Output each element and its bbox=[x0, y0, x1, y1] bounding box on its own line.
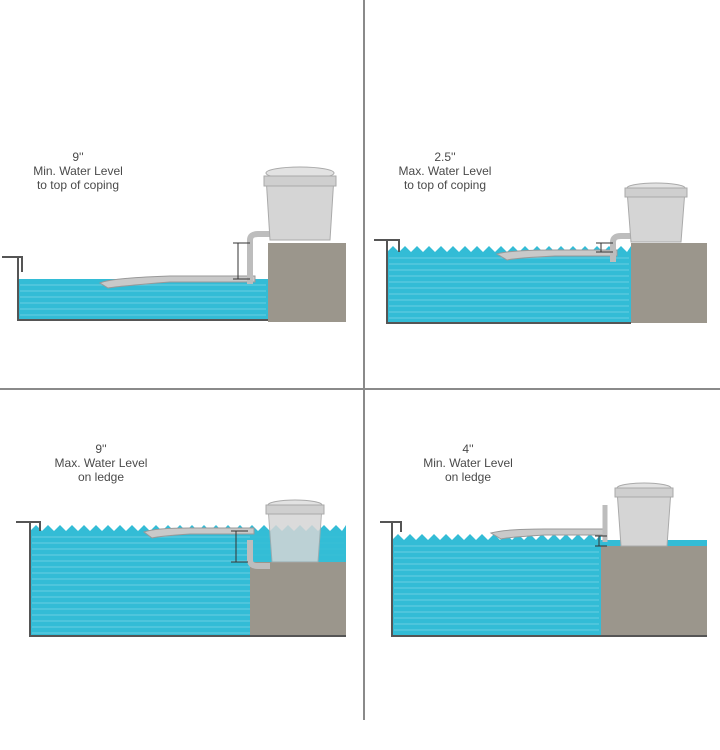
panel-caption: 4'' Min. Water Level on ledge bbox=[398, 442, 538, 484]
placement-label: on ledge bbox=[77, 470, 125, 484]
skimmer-weir bbox=[98, 275, 256, 289]
placement-label: to top of coping bbox=[403, 178, 487, 192]
pool-ledge bbox=[601, 546, 707, 636]
pool-diagram bbox=[374, 182, 707, 324]
pool-diagram bbox=[16, 499, 346, 637]
measurement-indicator bbox=[233, 242, 250, 280]
water-level-label: Min. Water Level bbox=[33, 164, 123, 178]
horizontal-divider bbox=[0, 388, 720, 390]
pool-deck bbox=[268, 243, 346, 322]
pool-water bbox=[18, 279, 268, 320]
measurement-indicator bbox=[596, 242, 613, 253]
panel-max-water-ledge: 9'' Max. Water Level on ledge bbox=[0, 390, 360, 750]
water-surface bbox=[18, 279, 268, 320]
pool-diagram bbox=[380, 482, 707, 637]
water-level-label: Max. Water Level bbox=[398, 164, 492, 178]
panel-max-water-coping: 2.5'' Max. Water Level to top of coping bbox=[365, 0, 720, 360]
skimmer-pipe bbox=[247, 231, 272, 284]
water-level-label: Max. Water Level bbox=[54, 456, 148, 470]
skimmer-basket bbox=[265, 499, 325, 563]
pool-diagram bbox=[2, 166, 346, 322]
skimmer-basket bbox=[624, 182, 688, 243]
coping-edge bbox=[16, 521, 41, 531]
panel-caption: 9'' Min. Water Level to top of coping bbox=[8, 150, 148, 192]
panel-caption: 9'' Max. Water Level on ledge bbox=[31, 442, 171, 484]
pool-water bbox=[392, 534, 601, 636]
measurement-label: 9'' bbox=[72, 150, 84, 164]
water-surface bbox=[392, 534, 601, 636]
placement-label: to top of coping bbox=[36, 178, 120, 192]
measurement-label: 9'' bbox=[95, 442, 107, 456]
coping-edge bbox=[374, 239, 400, 252]
water-level-label: Min. Water Level bbox=[423, 456, 513, 470]
measurement-label: 4'' bbox=[462, 442, 474, 456]
measurement-indicator bbox=[231, 530, 248, 563]
skimmer-pipe bbox=[610, 233, 631, 262]
panel-min-water-coping: 9'' Min. Water Level to top of coping bbox=[0, 0, 360, 360]
placement-label: on ledge bbox=[444, 470, 492, 484]
skimmer-weir bbox=[495, 249, 618, 261]
vertical-divider bbox=[363, 0, 365, 720]
skimmer-basket bbox=[614, 482, 674, 547]
pool-ledge bbox=[250, 562, 346, 636]
skimmer-weir bbox=[142, 527, 255, 539]
measurement-label: 2.5'' bbox=[434, 150, 456, 164]
pool-deck bbox=[631, 243, 707, 323]
panel-caption: 2.5'' Max. Water Level to top of coping bbox=[375, 150, 515, 192]
coping-edge bbox=[2, 256, 23, 272]
skimmer-basket bbox=[263, 166, 337, 241]
panel-min-water-ledge: 4'' Min. Water Level on ledge bbox=[365, 390, 720, 750]
measurement-indicator bbox=[595, 535, 607, 547]
water-surface bbox=[387, 246, 631, 323]
skimmer-pipe bbox=[247, 540, 270, 569]
coping-edge bbox=[380, 521, 402, 532]
